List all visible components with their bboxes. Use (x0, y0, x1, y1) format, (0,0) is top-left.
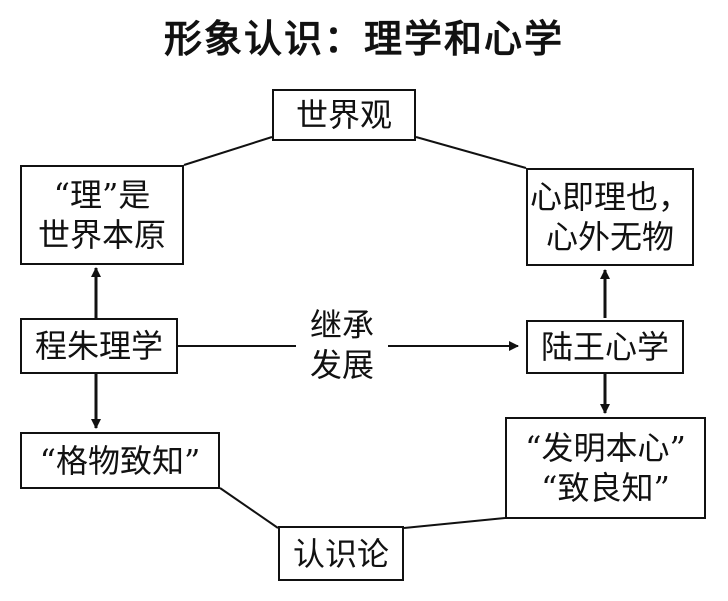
line-faming-to-epistemology (403, 517, 506, 529)
line-worldview-to-li-origin (183, 136, 273, 166)
diagram-title: 形象认识：理学和心学 (163, 17, 564, 61)
node-cheng-zhu-lixue: 程朱理学 (20, 318, 178, 374)
node-xin-ji-li: 心即理也， 心外无物 (526, 168, 694, 266)
node-lu-wang-xinxue: 陆王心学 (526, 320, 684, 374)
edge-label-inherit-develop: 继承 发展 (296, 305, 388, 385)
line-worldview-to-xin-ji-li (415, 136, 527, 169)
node-faming-benxin: “发明本心” “致良知” (505, 417, 706, 519)
node-gewu-zhizhi: “格物致知” (20, 432, 220, 489)
node-epistemology: 认识论 (278, 526, 404, 581)
line-gewu-to-epistemology (219, 487, 279, 529)
node-worldview: 世界观 (272, 89, 416, 141)
node-li-origin: “理”是 世界本原 (20, 165, 184, 265)
